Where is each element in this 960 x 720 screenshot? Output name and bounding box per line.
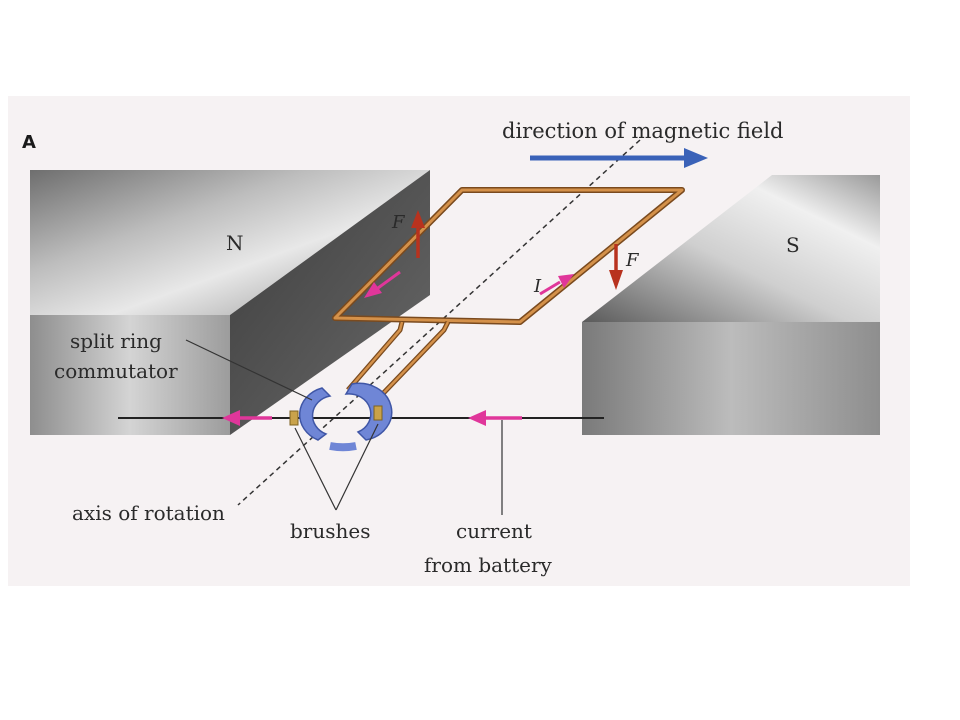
brushes-leader-right [335,423,379,511]
coil-loop-inner [333,188,684,324]
magnetic-field-arrow [530,148,708,168]
coil [332,187,685,407]
brush-left [289,410,299,426]
coil-lead-left-inner [347,321,404,391]
force-label-left: F [391,212,406,233]
current-arrow-coil-right [539,274,574,296]
south-magnet-front [582,322,880,435]
north-magnet-top [30,170,430,315]
split-ring-commutator [289,382,393,452]
north-magnet-side [230,170,430,435]
axis-label: axis of rotation [72,501,225,525]
north-magnet-front [30,315,230,435]
force-arrow-right [609,244,623,290]
south-magnet-top [582,175,880,322]
commutator-arc-bottom [329,442,357,452]
north-magnet [30,170,430,435]
commutator-label-line2: commutator [54,359,178,383]
battery-label-line1: current [456,519,532,543]
force-label-right: F [625,250,640,271]
south-label: S [786,233,800,257]
commutator-leader [185,339,313,401]
north-label: N [226,231,244,255]
coil-lead-right-inner [371,321,450,406]
brushes-leader-left [294,427,337,511]
current-label: I [533,276,542,297]
commutator-label-line1: split ring [70,329,162,353]
battery-label-line2: from battery [424,553,553,577]
current-arrow-coil-left [364,270,401,298]
current-arrow-wire-left [222,410,272,426]
current-arrow-wire-right [468,410,522,426]
south-magnet [582,175,880,435]
force-arrow-left [411,210,425,258]
commutator-half-left [298,387,332,441]
field-label: direction of magnetic field [502,119,784,143]
brushes-label: brushes [290,519,371,543]
brush-right [373,405,383,421]
panel-label: A [22,132,36,153]
